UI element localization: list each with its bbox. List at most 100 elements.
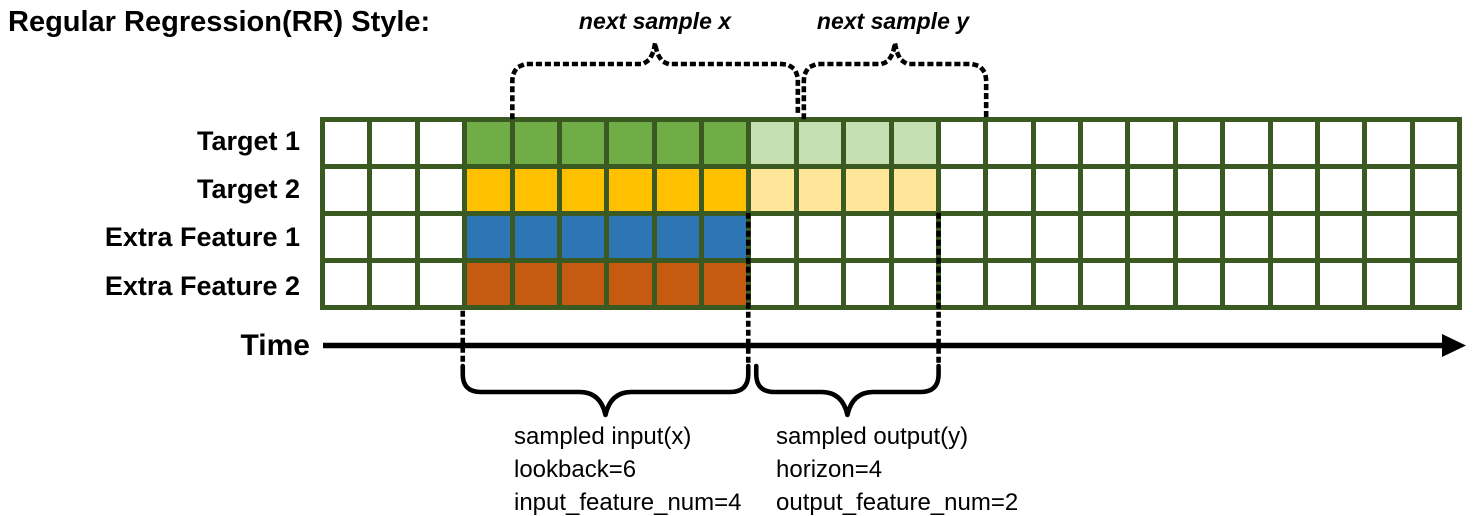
grid-cell [1367,216,1410,258]
grid-cell [514,263,557,305]
grid-cell [656,122,699,164]
grid-cell [1177,263,1221,305]
grid-cell [988,169,1031,211]
grid-cell [1319,169,1363,211]
grid-cell [846,122,889,164]
grid-cell [656,216,699,258]
grid-cell [1130,169,1173,211]
row-labels: Target 1 Target 2 Extra Feature 1 Extra … [0,117,310,310]
grid-cell [751,122,794,164]
grid-cell [1225,216,1268,258]
time-axis-label: Time [240,329,310,362]
grid-cell [704,263,747,305]
grid-cell [940,216,984,258]
sampled-input-note: sampled input(x) lookback=6 input_featur… [514,420,742,516]
grid-cell [514,169,557,211]
grid-cell [1035,216,1078,258]
input-feature-num: input_feature_num=4 [514,489,742,516]
grid-cell [846,169,889,211]
grid-cell [419,216,463,258]
grid-cell [561,216,605,258]
row-label-target-1: Target 1 [196,126,300,156]
next-sample-x-label: next sample x [578,8,732,34]
grid-cell [561,263,605,305]
grid-cell [1272,263,1315,305]
grid-cell [893,122,936,164]
sampling-grid [320,117,1462,310]
next-sample-x-brace [510,42,801,120]
grid-cell [988,263,1031,305]
grid-cell [325,169,368,211]
grid-cell [1367,169,1410,211]
grid-cell [561,169,605,211]
grid-cell [798,263,842,305]
grid-cell [1130,263,1173,305]
row-label-target-2: Target 2 [196,174,300,204]
sampled-input-title: sampled input(x) [514,423,692,450]
grid-cell [988,122,1031,164]
grid-cell [1319,216,1363,258]
grid-cell [1414,216,1457,258]
grid-cell [467,216,510,258]
grid-cell [325,216,368,258]
grid-cell [798,169,842,211]
grid-cell [893,169,936,211]
sampled-output-note: sampled output(y) horizon=4 output_featu… [776,420,1018,516]
grid-cell [419,122,463,164]
grid-cell [514,122,557,164]
grid-cell [1083,169,1126,211]
grid-cell [798,216,842,258]
row-label-extra-feature-2: Extra Feature 2 [104,271,300,301]
grid-cell [751,169,794,211]
grid-cell [940,122,984,164]
grid-cell [419,169,463,211]
output-feature-num: output_feature_num=2 [776,489,1019,516]
lookback-value: lookback=6 [514,456,637,483]
grid-cell [419,263,463,305]
grid-cell [467,169,510,211]
grid-cell [1035,263,1078,305]
sampled-output-title: sampled output(y) [776,423,969,450]
grid-cell [1225,169,1268,211]
grid-cell [704,169,747,211]
grid-cell [1319,263,1363,305]
sampled-input-brace [460,363,751,418]
grid-cell [1225,122,1268,164]
grid-cell [1177,216,1221,258]
grid-cell [609,216,652,258]
grid-cell [372,122,415,164]
grid-cell [372,169,415,211]
grid-cell [1225,263,1268,305]
grid-cell [704,216,747,258]
row-label-extra-feature-1: Extra Feature 1 [104,222,300,252]
diagram-title: Regular Regression(RR) Style: [8,6,431,38]
grid-cell [609,263,652,305]
grid-cell [1177,169,1221,211]
horizon-value: horizon=4 [776,456,883,483]
grid-cell [1035,122,1078,164]
grid-cell [940,263,984,305]
grid-cell [1367,263,1410,305]
grid-cell [1272,122,1315,164]
grid-cell [1177,122,1221,164]
time-axis-arrowhead-icon [1442,334,1466,357]
grid-cell [846,216,889,258]
grid-cell [940,169,984,211]
sampled-output-brace [753,363,941,418]
grid-cell [1130,122,1173,164]
grid-cell [704,122,747,164]
grid-cell [1414,122,1457,164]
grid-cell [467,263,510,305]
grid-cell [1035,169,1078,211]
grid-cell [893,216,936,258]
grid-cell [1414,169,1457,211]
grid-cell [751,263,794,305]
grid-cell [372,263,415,305]
grid-cell [1319,122,1363,164]
grid-cell [609,122,652,164]
grid-cell [325,263,368,305]
grid-cell [1414,263,1457,305]
grid-cell [1083,122,1126,164]
grid-cell [656,169,699,211]
grid-cell [325,122,368,164]
